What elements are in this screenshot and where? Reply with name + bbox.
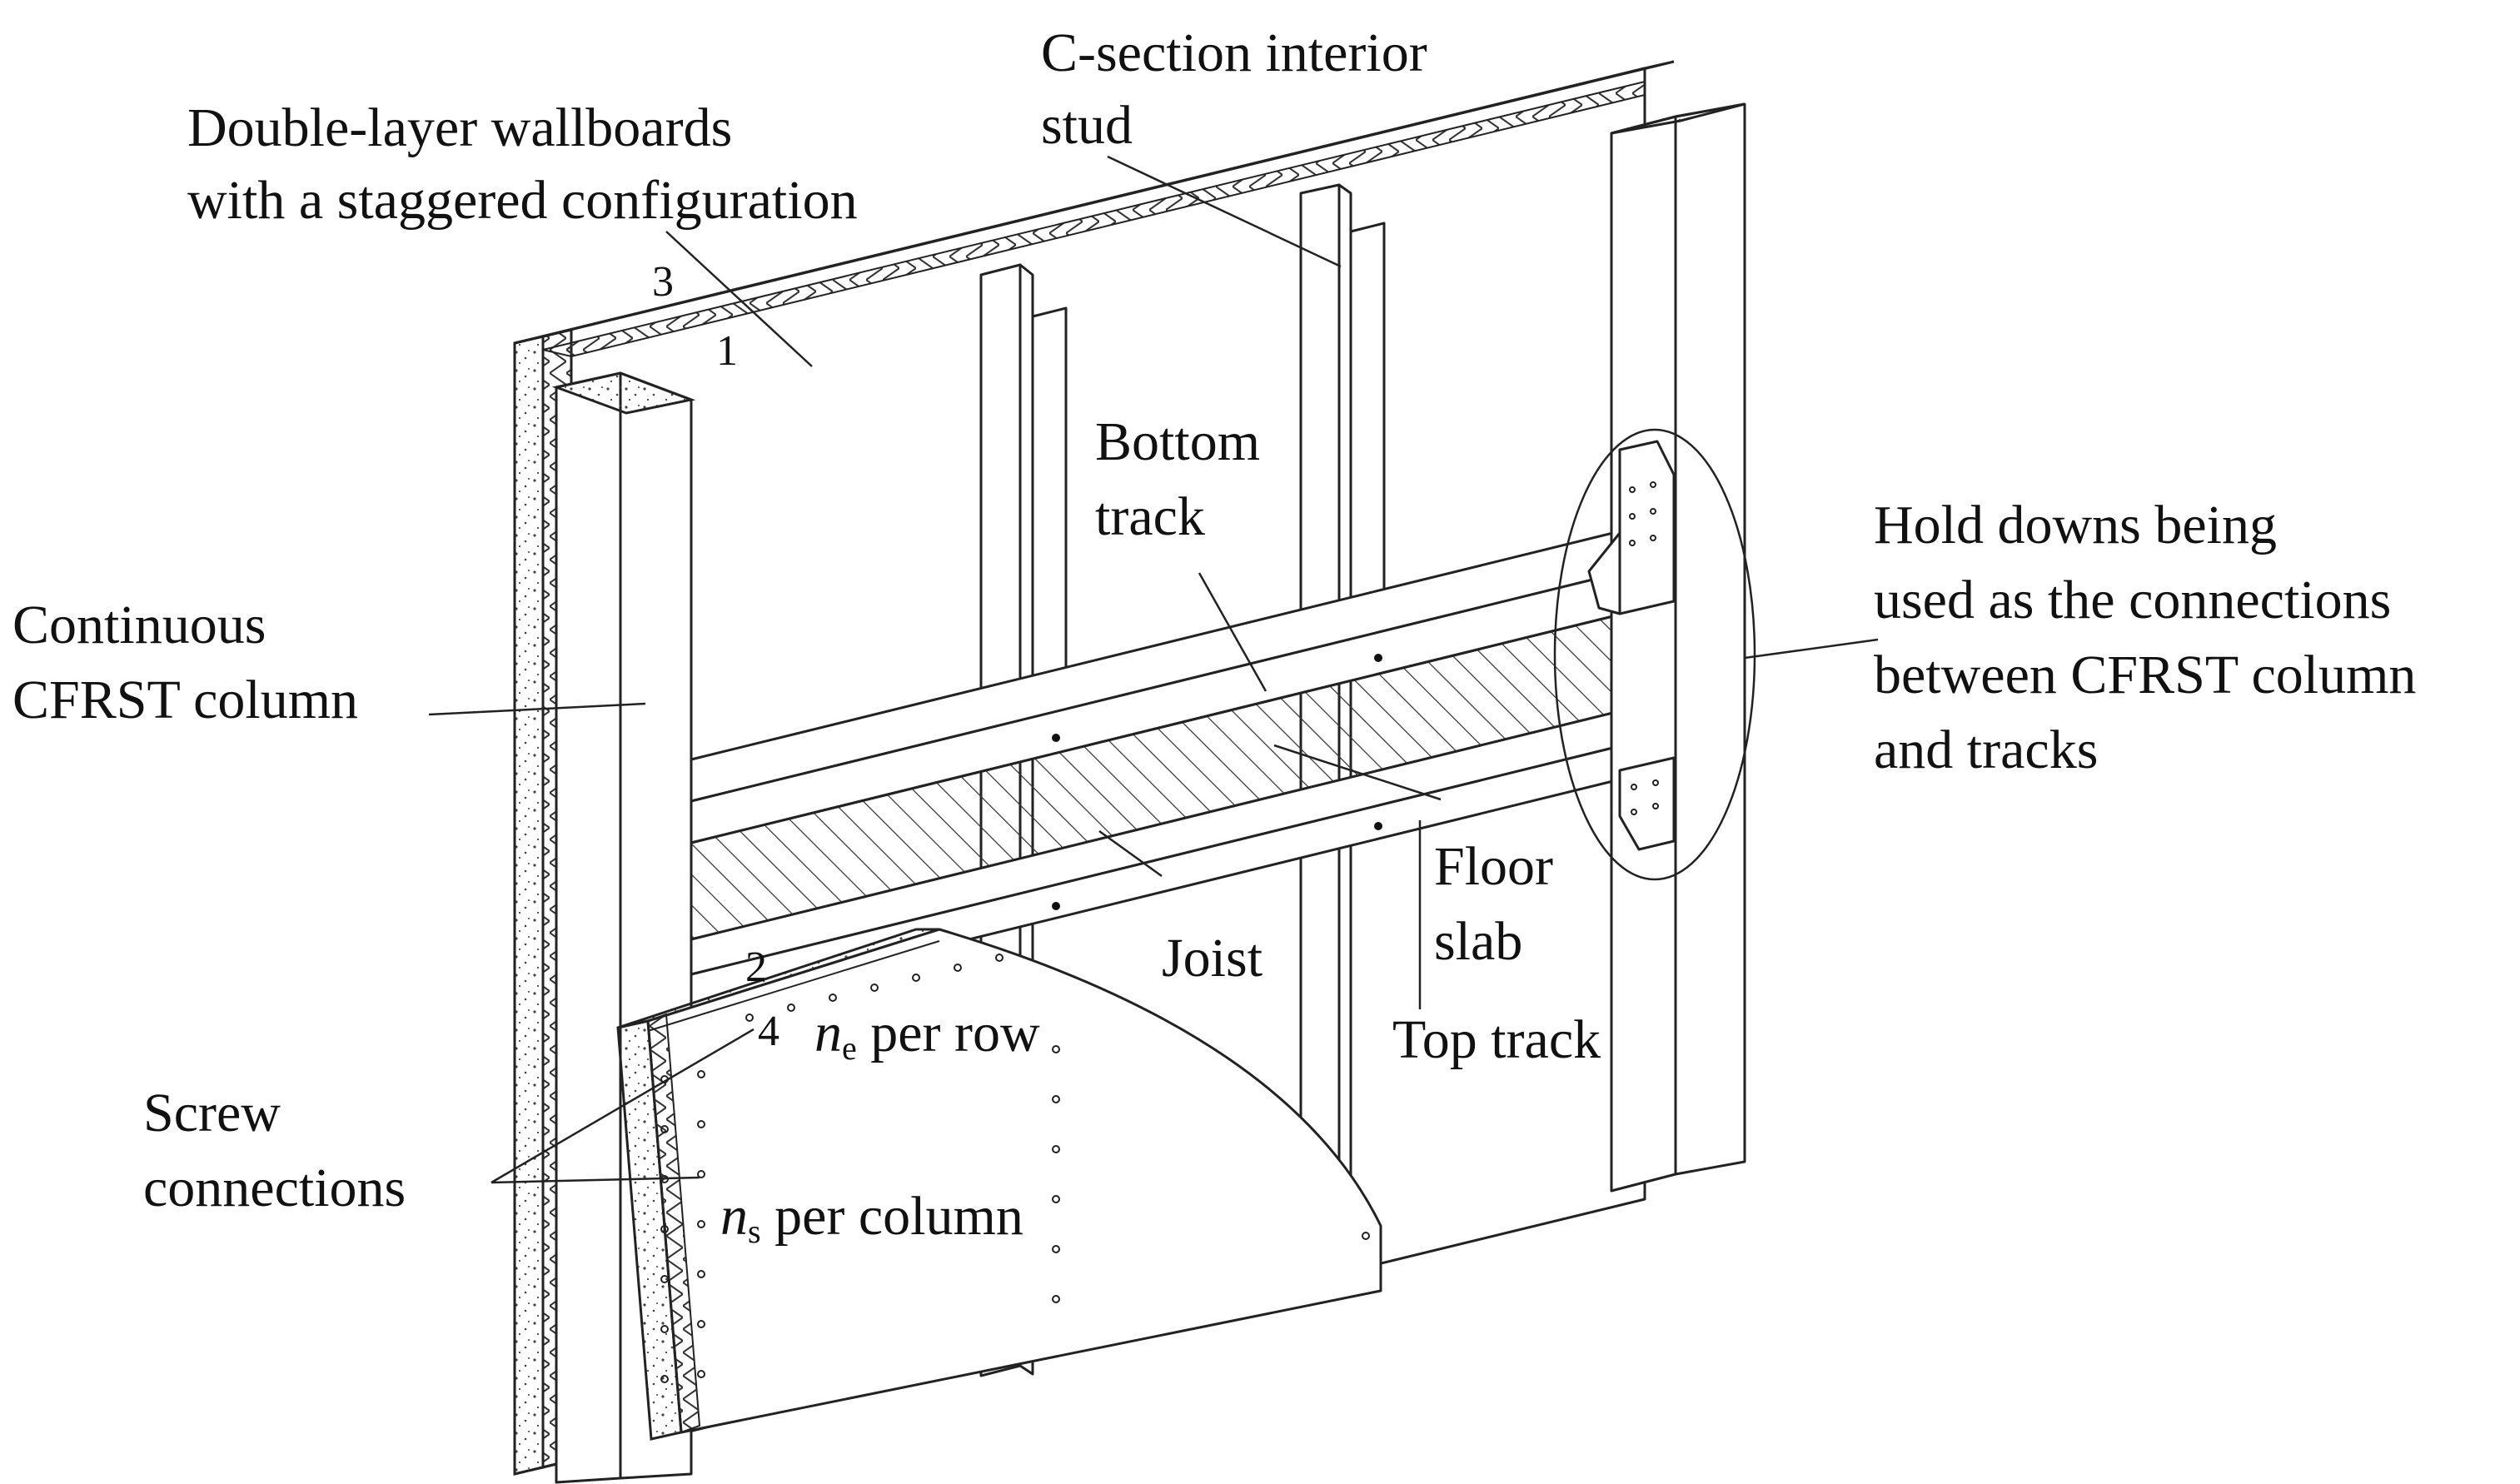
floor-slab-label-line1: Floor (1434, 836, 1553, 897)
ns-per-column-label: ns per column (720, 1186, 1023, 1250)
front-wallboard (616, 928, 1382, 1441)
ne-subscript: e (842, 1029, 857, 1067)
top-track-label: Top track (1392, 1009, 1601, 1070)
bottom-track-label-line1: Bottom (1095, 411, 1260, 472)
ne-suffix: per row (857, 1003, 1040, 1063)
joist-label: Joist (1162, 928, 1262, 989)
layer-number-2: 2 (745, 944, 767, 991)
track-screw-points (1052, 654, 1382, 910)
front-wallboard-screws (660, 954, 1370, 1383)
ne-symbol: n (814, 1003, 842, 1063)
bottom-track-label-line2: track (1095, 486, 1205, 547)
hold-down-upper (1587, 440, 1676, 615)
holddown-label-line1: Hold downs being (1874, 495, 2277, 555)
screw-label-line2: connections (143, 1158, 406, 1218)
holddown-label-line2: used as the connections (1874, 570, 2391, 630)
wallboards-label-line2: with a staggered configuration (187, 170, 858, 231)
layer-number-3: 3 (652, 258, 674, 306)
layer-number-1: 1 (716, 327, 738, 375)
ns-symbol: n (720, 1186, 748, 1247)
stud-label-line1: C-section interior (1041, 22, 1427, 83)
labels: Double-layer wallboards with a staggered… (12, 22, 2416, 1250)
holddown-label-line3: between CFRST column (1874, 645, 2416, 705)
leader-lines (428, 155, 1879, 1184)
hold-down-highlight (1553, 428, 1756, 881)
layer-number-4: 4 (758, 1008, 779, 1055)
floor-slab-label-line2: slab (1434, 911, 1522, 972)
hold-down-lower (1618, 756, 1676, 851)
column-label-line2: CFRST column (12, 670, 358, 730)
ne-per-row-label: ne per row (814, 1003, 1040, 1067)
wallboards-label-line1: Double-layer wallboards (187, 97, 732, 158)
holddown-label-line4: and tracks (1874, 720, 2098, 780)
ns-subscript: s (748, 1213, 761, 1250)
stud-label-line2: stud (1041, 95, 1133, 156)
column-label-line1: Continuous (12, 595, 266, 655)
ns-suffix: per column (761, 1186, 1023, 1247)
screw-label-line1: Screw (143, 1083, 281, 1143)
right-cfrst-column (1610, 102, 1746, 1193)
